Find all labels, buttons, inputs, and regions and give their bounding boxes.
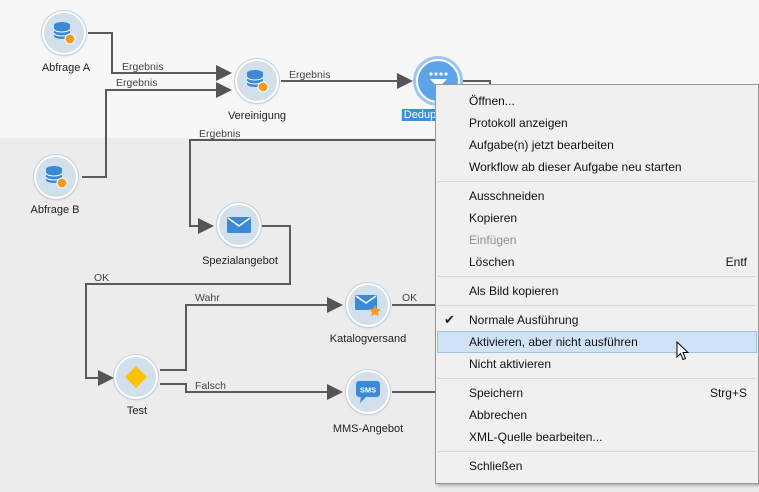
menu-item-schliessen[interactable]: Schließen [469, 459, 523, 473]
node-label-selected: Dedup [401, 109, 439, 121]
node-label: Vereinigung [227, 110, 287, 122]
database-icon [53, 22, 76, 45]
email-icon [227, 217, 251, 233]
checkmark-icon: ✔ [444, 312, 455, 327]
menu-item-kopieren[interactable]: Kopieren [469, 211, 518, 225]
node-mms-angebot[interactable]: SMS [346, 370, 390, 414]
menu-separator [438, 276, 756, 277]
database-union-icon [246, 70, 269, 93]
edge-label-ok: OK [94, 272, 110, 284]
sms-icon-text: SMS [360, 386, 376, 395]
edge-label-ergebnis: Ergebnis [122, 61, 164, 73]
menu-item-ausschneiden[interactable]: Ausschneiden [469, 189, 545, 203]
diamond-test-icon [125, 366, 147, 388]
link-test-katalogversand [160, 297, 343, 371]
edge-label-falsch: Falsch [195, 380, 226, 392]
edge-label-wahr: Wahr [195, 292, 220, 304]
edge-label-ergebnis: Ergebnis [116, 77, 158, 89]
node-vereinigung[interactable] [235, 59, 279, 103]
edge-label-ergebnis: Ergebnis [289, 69, 331, 81]
node-label: Spezialangebot [202, 255, 278, 267]
node-spezialangebot[interactable] [217, 203, 261, 247]
menu-item-aufgaben-bearbeiten[interactable]: Aufgabe(n) jetzt bearbeiten [469, 138, 614, 152]
sms-bubble-icon: SMS [356, 381, 380, 403]
menu-item-nicht-aktivieren[interactable]: Nicht aktivieren [469, 357, 552, 371]
deduplication-icon [429, 72, 448, 88]
mouse-cursor-icon [676, 341, 690, 361]
node-test[interactable] [114, 355, 158, 399]
node-abfrage-b[interactable] [34, 155, 78, 199]
node-label: Abfrage B [30, 204, 80, 216]
menu-item-normale-ausfuehrung[interactable]: ✔Normale Ausführung [437, 309, 757, 331]
email-star-icon [355, 295, 381, 317]
shortcut-label: Strg+S [709, 386, 747, 400]
link-abfrage-b-vereinigung [82, 82, 232, 178]
node-label: Test [126, 405, 148, 417]
menu-separator [438, 305, 756, 306]
menu-item-einfuegen: Einfügen [469, 233, 517, 247]
node-katalogversand[interactable] [346, 283, 390, 327]
menu-item-als-bild-kopieren[interactable]: Als Bild kopieren [469, 284, 559, 298]
node-label: Abfrage A [41, 62, 91, 74]
menu-separator [438, 451, 756, 452]
link-spezialangebot-test [85, 225, 291, 386]
link-dedup-spezialangebot [189, 139, 436, 234]
edge-label-ok: OK [402, 292, 418, 304]
node-label: MMS-Angebot [332, 423, 404, 435]
shortcut-label: Entf [725, 255, 747, 269]
menu-item-aktivieren-nicht-ausfuehren[interactable]: Aktivieren, aber nicht ausführen [437, 331, 757, 353]
node-label: Katalogversand [329, 333, 407, 345]
link-test-mms [160, 383, 343, 400]
menu-item-xml-quelle-bearbeiten[interactable]: XML-Quelle bearbeiten... [469, 430, 603, 444]
menu-item-protokoll-anzeigen[interactable]: Protokoll anzeigen [469, 116, 568, 130]
menu-separator [438, 378, 756, 379]
link-abfrage-a-vereinigung [88, 32, 232, 81]
context-menu: Öffnen... Protokoll anzeigen Aufgabe(n) … [435, 84, 759, 484]
database-icon [45, 166, 68, 189]
menu-item-abbrechen[interactable]: Abbrechen [469, 408, 528, 422]
menu-separator [438, 181, 756, 182]
edge-label-ergebnis: Ergebnis [199, 128, 241, 140]
menu-item-oeffnen[interactable]: Öffnen... [469, 94, 515, 108]
menu-item-workflow-neu-starten[interactable]: Workflow ab dieser Aufgabe neu starten [469, 160, 682, 174]
node-abfrage-a[interactable] [42, 11, 86, 55]
